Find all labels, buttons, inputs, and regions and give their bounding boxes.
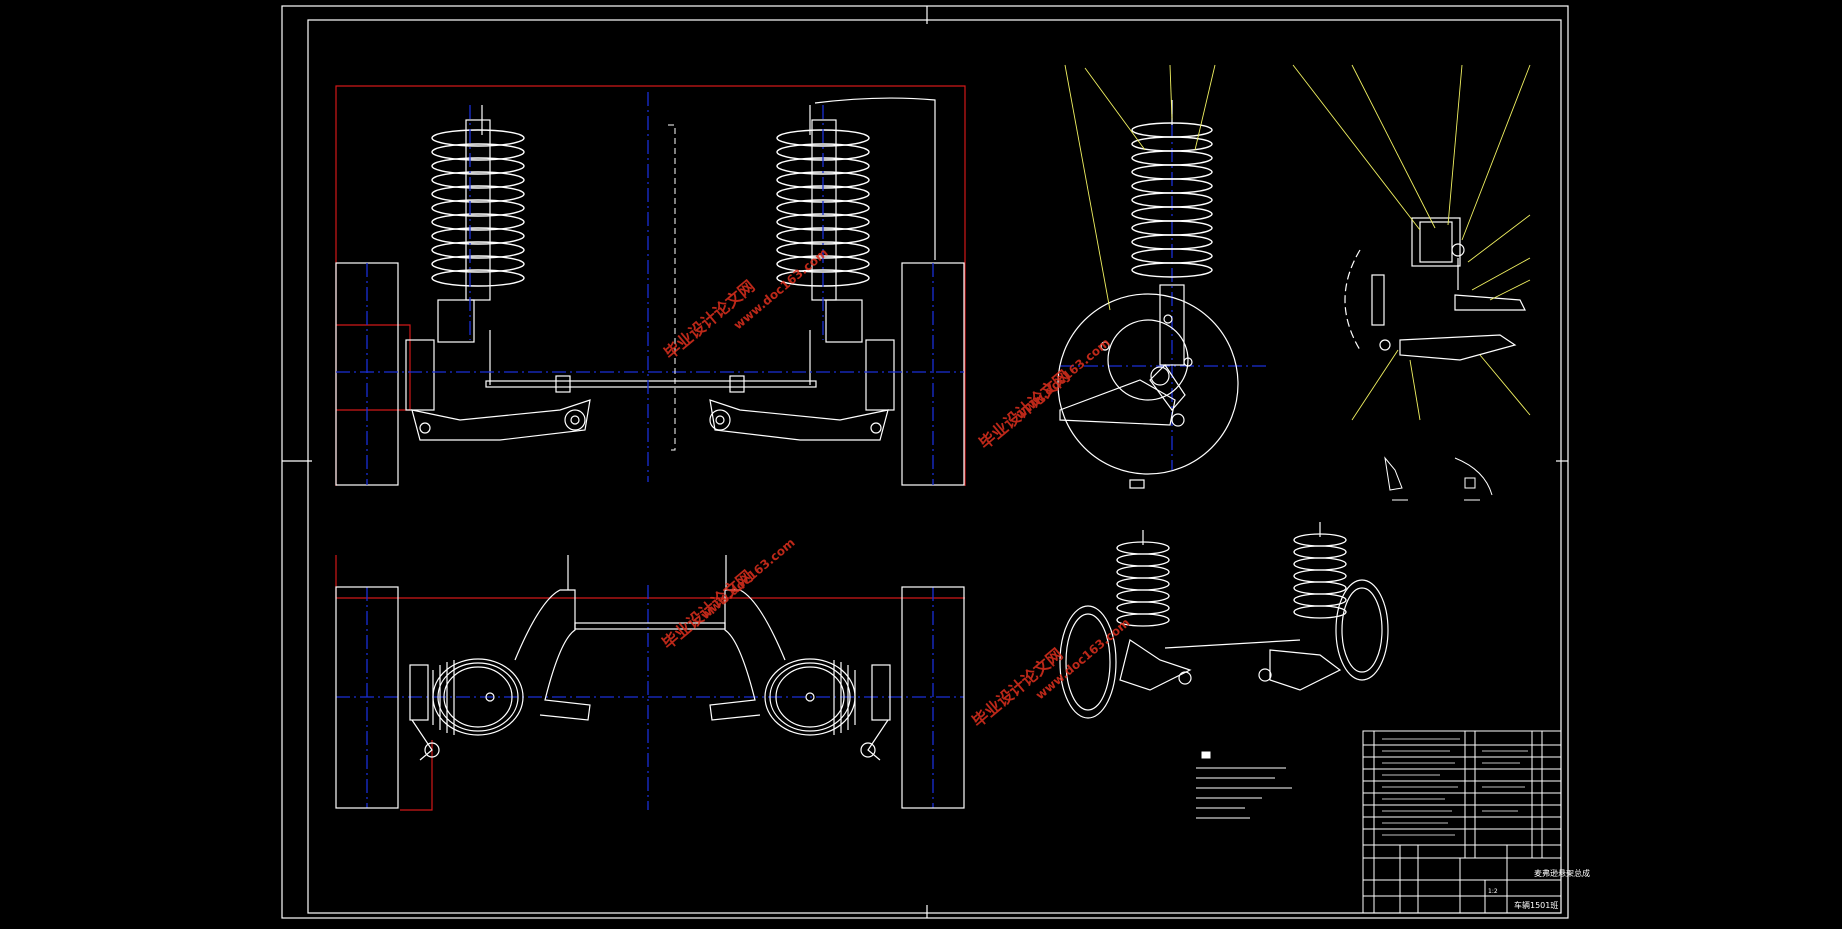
detail-view	[1344, 217, 1526, 361]
right-wheel-top	[901, 586, 965, 809]
top-view-suspension	[335, 555, 965, 809]
iso-right-spring	[1293, 533, 1347, 619]
title-block	[1362, 730, 1562, 914]
iso-right-wheel	[1335, 579, 1389, 681]
centerlines	[336, 92, 1270, 810]
left-wheel-top	[335, 586, 399, 809]
watermark-group: 毕业设计论文网 www.doc163.com 毕业设计论文网 www.doc16…	[658, 245, 1132, 731]
watermark-url: www.doc163.com	[698, 535, 798, 622]
isometric-view	[1059, 522, 1389, 719]
front-view-suspension	[335, 97, 965, 486]
side-view-leaders	[1064, 64, 1216, 311]
iso-left-spring	[1116, 541, 1170, 627]
iso-left-wheel	[1059, 605, 1117, 719]
dashed-guides	[668, 124, 676, 451]
sheet-frame	[281, 5, 1569, 919]
detail-small-views	[1384, 456, 1493, 501]
left-coil-spring	[431, 129, 525, 287]
drawing-number: 车辆1501班	[1514, 900, 1558, 910]
brake-disc-outer	[1057, 293, 1239, 475]
side-view-assembly	[1057, 100, 1239, 489]
detail-view-leaders	[1292, 64, 1531, 421]
red-reference-lines	[335, 85, 966, 811]
left-spring-top	[432, 658, 524, 736]
right-spring-top	[764, 658, 856, 736]
brake-disc-inner	[1107, 319, 1189, 401]
technical-notes	[1196, 751, 1292, 819]
drawing-title: 麦弗逊悬架总成	[1534, 868, 1590, 878]
title-block-legend	[1382, 738, 1528, 836]
scale-note: 1:2	[1488, 888, 1498, 895]
